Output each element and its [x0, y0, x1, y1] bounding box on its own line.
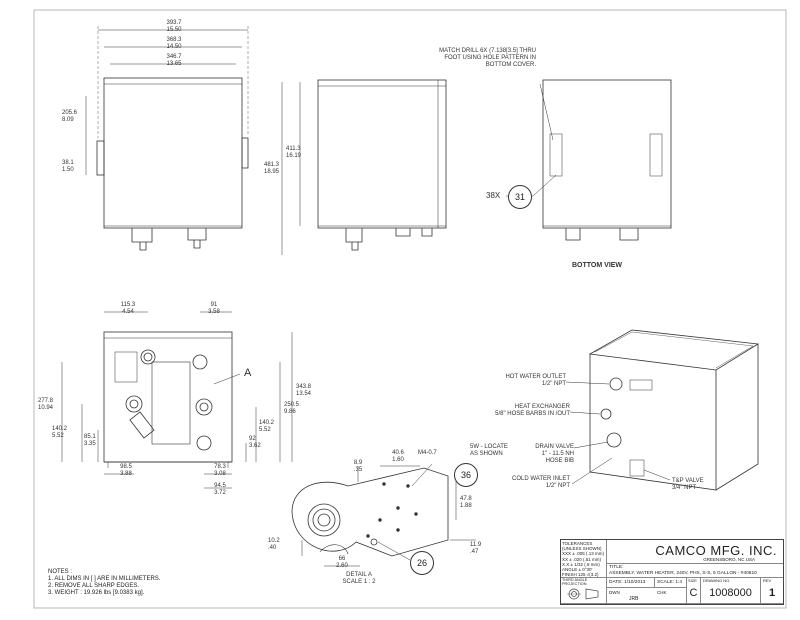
- sheet-border: [33, 9, 787, 609]
- rev-value: 1: [768, 587, 776, 599]
- balloon-26: 26: [410, 551, 434, 575]
- note-2: 2. REMOVE ALL SHARP EDGES.: [48, 583, 140, 589]
- balloon-36: 36: [454, 463, 478, 487]
- drawing-number-cell: DRAWING NO. 1008000: [701, 578, 761, 604]
- company-location: GREENSBORO, NC USA: [703, 557, 755, 562]
- iso-view: [565, 329, 760, 491]
- size-value: C: [689, 587, 698, 599]
- dim-detail-d: 11.9.47: [470, 542, 482, 555]
- rev-cell: REV 1: [761, 578, 783, 604]
- dim-detail-a: 8.9.35: [353, 460, 363, 473]
- approvals-row: DWN JRB CHK: [607, 588, 687, 604]
- title-box: TITLE: ASSEMBLY, WATER HEATER, 240V, PHX…: [607, 564, 783, 578]
- detail-a-view: [291, 463, 476, 567]
- scale-cell: SCALE: 1:4: [655, 578, 687, 588]
- balloon-31: 31: [508, 185, 532, 209]
- third-angle-projection-icon: [567, 588, 599, 600]
- general-notes: NOTES : 1. ALL DIMS IN [ ] ARE IN MILLIM…: [48, 569, 160, 597]
- qty-label: 38X: [486, 191, 501, 200]
- drawn-by: JRB: [629, 596, 639, 602]
- bottom-view: [532, 79, 672, 241]
- drawing-number: 1008000: [709, 587, 752, 599]
- thread-callout: M4-0.7: [418, 450, 437, 456]
- projection-box: THIRD ANGLE PROJECTION: [561, 578, 607, 604]
- side-view: [281, 79, 447, 255]
- date-cell: DATE: 1/10/2013: [607, 578, 655, 588]
- detail-callout-a: A: [244, 367, 252, 379]
- tolerances-box: TOLERANCES (UNLESS SHOWN) XXX ± .005 (.1…: [561, 540, 607, 578]
- title-block: TOLERANCES (UNLESS SHOWN) XXX ± .005 (.1…: [560, 539, 784, 605]
- company-name: CAMCO MFG. INC.: [655, 543, 777, 558]
- front-view: [61, 311, 293, 489]
- note-3: 3. WEIGHT : 19.926 lbs [9.0383 kg].: [48, 590, 145, 596]
- top-view: [85, 26, 249, 251]
- size-cell: SIZE C: [687, 578, 701, 604]
- notes-heading: NOTES :: [48, 569, 73, 575]
- note-1: 1. ALL DIMS IN [ ] ARE IN MILLIMETERS.: [48, 576, 161, 582]
- dim-detail-e: 10.2.40: [268, 538, 280, 551]
- bottom-view-label: BOTTOM VIEW: [572, 262, 623, 269]
- drawing-title: ASSEMBLY, WATER HEATER, 240V, PHX, S-S, …: [609, 571, 757, 576]
- company-box: CAMCO MFG. INC. GREENSBORO, NC USA: [607, 540, 783, 564]
